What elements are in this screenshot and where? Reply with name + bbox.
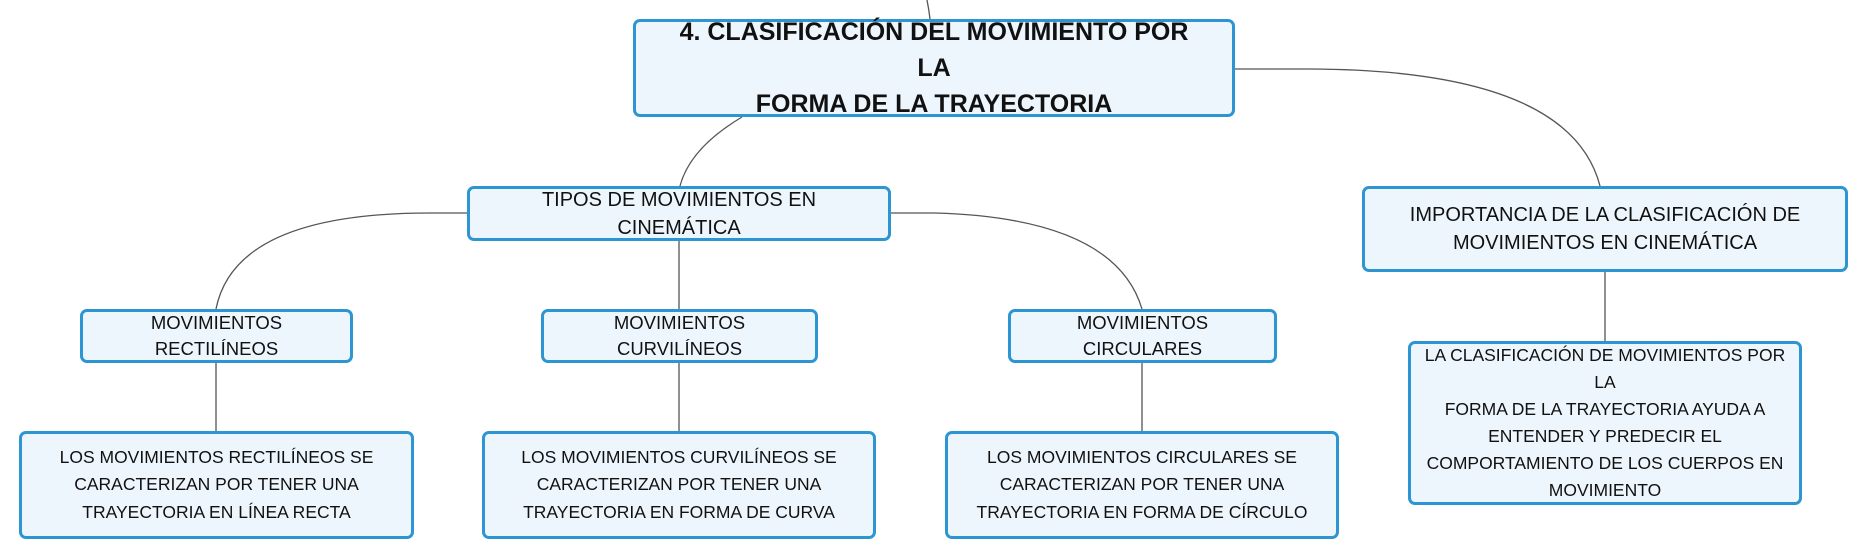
detail-curvilineos[interactable]: LOS MOVIMIENTOS CURVILÍNEOS SE CARACTERI… [482,431,876,539]
connector-root-to-tipos [679,116,743,187]
detail-curvilineos-line-3: TRAYECTORIA EN FORMA DE CURVA [523,501,835,522]
connector-parent-to-root [926,0,931,20]
detail-rectilineos-line-3: TRAYECTORIA EN LÍNEA RECTA [82,501,351,522]
detail-importancia-line-1: LA CLASIFICACIÓN DE MOVIMIENTOS POR LA [1424,344,1786,392]
topic-movimientos-circulares[interactable]: MOVIMIENTOS CIRCULARES [1008,309,1277,363]
detail-circulares[interactable]: LOS MOVIMIENTOS CIRCULARES SE CARACTERIZ… [945,431,1339,539]
connector-root-to-importancia [1235,68,1601,187]
detail-rectilineos[interactable]: LOS MOVIMIENTOS RECTILÍNEOS SE CARACTERI… [19,431,414,539]
topic-curvilineos-label: MOVIMIENTOS CURVILÍNEOS [613,312,746,359]
detail-circulares-line-3: TRAYECTORIA EN FORMA DE CÍRCULO [976,501,1308,522]
connector-tipos-to-rectilineos [215,212,467,310]
detail-importancia-line-2: FORMA DE LA TRAYECTORIA AYUDA A [1444,398,1766,419]
topic-movimientos-curvilineos[interactable]: MOVIMIENTOS CURVILÍNEOS [541,309,818,363]
connector-tipos-to-circulares [891,212,1143,310]
detail-importancia-line-5: MOVIMIENTO [1548,480,1662,501]
root-topic-line-1: 4. CLASIFICACIÓN DEL MOVIMIENTO POR LA [679,17,1189,82]
detail-importancia-line-4: COMPORTAMIENTO DE LOS CUERPOS EN [1426,453,1784,474]
detail-importancia[interactable]: LA CLASIFICACIÓN DE MOVIMIENTOS POR LA F… [1408,341,1802,505]
detail-circulares-line-1: LOS MOVIMIENTOS CIRCULARES SE [987,446,1297,467]
topic-circulares-label: MOVIMIENTOS CIRCULARES [1076,312,1209,359]
topic-importancia-line-1: IMPORTANCIA DE LA CLASIFICACIÓN DE [1409,204,1801,226]
detail-rectilineos-line-2: CARACTERIZAN POR TENER UNA [74,474,359,495]
detail-circulares-line-2: CARACTERIZAN POR TENER UNA [999,474,1285,495]
detail-importancia-line-3: ENTENDER Y PREDECIR EL [1488,426,1722,446]
detail-rectilineos-line-1: LOS MOVIMIENTOS RECTILÍNEOS SE [59,446,374,467]
topic-movimientos-rectilineos[interactable]: MOVIMIENTOS RECTILÍNEOS [80,309,353,363]
detail-curvilineos-line-1: LOS MOVIMIENTOS CURVILÍNEOS SE [521,446,837,467]
topic-importancia[interactable]: IMPORTANCIA DE LA CLASIFICACIÓN DE MOVIM… [1362,186,1848,272]
topic-tipos-de-movimientos[interactable]: TIPOS DE MOVIMIENTOS EN CINEMÁTICA [467,186,891,241]
topic-importancia-line-2: MOVIMIENTOS EN CINEMÁTICA [1452,232,1758,254]
topic-rectilineos-label: MOVIMIENTOS RECTILÍNEOS [150,312,283,359]
root-topic[interactable]: 4. CLASIFICACIÓN DEL MOVIMIENTO POR LA F… [633,18,1235,118]
root-topic-line-2: FORMA DE LA TRAYECTORIA [755,90,1113,119]
detail-curvilineos-line-2: CARACTERIZAN POR TENER UNA [536,474,822,495]
topic-tipos-label: TIPOS DE MOVIMIENTOS EN CINEMÁTICA [541,188,817,239]
